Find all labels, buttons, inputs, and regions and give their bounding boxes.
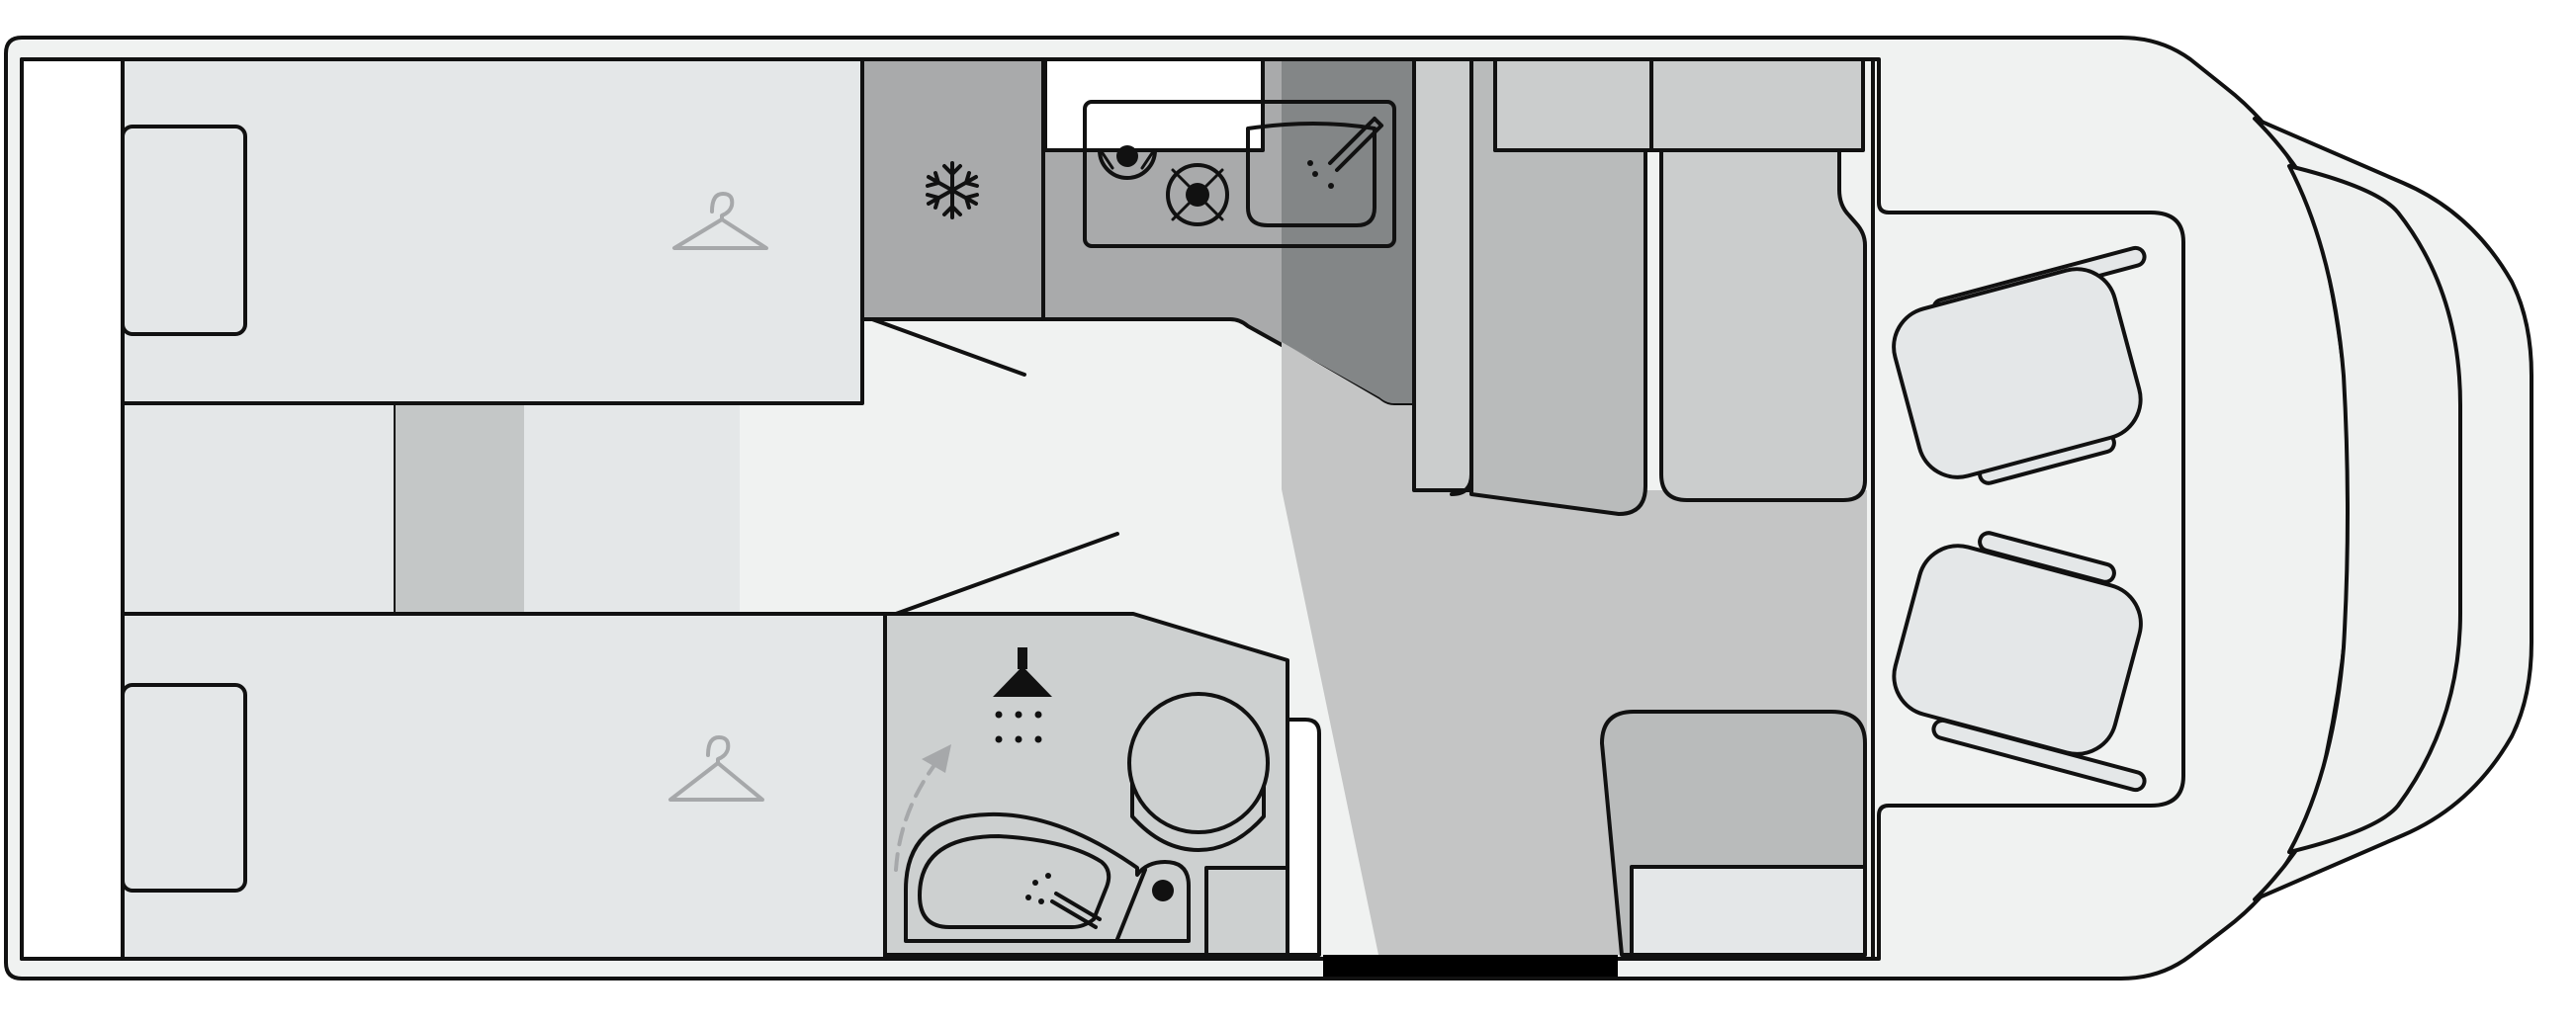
- overhead-cabinet: [1493, 57, 1865, 152]
- kitchen-window: [1043, 57, 1265, 152]
- stove-burner-icon: [1166, 163, 1229, 226]
- dinette-back: [1450, 57, 1473, 496]
- bathroom-door-frame: [1286, 718, 1321, 957]
- bed-middle: [121, 401, 398, 616]
- shower-arrow-head: [922, 744, 951, 773]
- pilot-seat: [1892, 245, 2147, 485]
- snowflake-icon: [926, 161, 979, 219]
- rear-bed-right: [121, 612, 887, 961]
- side-cabinet: [1630, 865, 1867, 957]
- hob: [1083, 100, 1396, 248]
- co-pilot-seat: [1892, 531, 2147, 793]
- kitchen-counter-shade: [1282, 61, 1412, 403]
- windscreen: [2287, 164, 2462, 854]
- shower-arrow: [894, 759, 939, 872]
- hanger-icon: [672, 192, 768, 250]
- toilet-icon: [1127, 692, 1270, 852]
- sink-tap-icon: [1307, 117, 1383, 189]
- bathroom-cabinet: [1204, 866, 1289, 957]
- wardrobe-tall: [1412, 57, 1473, 492]
- hanger-icon: [668, 735, 764, 802]
- shower-icon: [993, 647, 1052, 743]
- stove-burner-icon: [1098, 145, 1157, 180]
- door-swing-line: [894, 532, 1119, 616]
- entry-door[interactable]: [1323, 955, 1618, 977]
- bed-step-light: [524, 405, 740, 612]
- bed-step: [396, 405, 524, 612]
- rear-wall: [20, 57, 125, 961]
- pillow-right: [121, 683, 247, 893]
- kitchen-sink: [1246, 122, 1377, 227]
- dinette-table: [1643, 148, 1867, 502]
- pillow-left: [121, 125, 247, 336]
- door-swing-line: [870, 317, 1026, 377]
- washbasin-icon: [904, 811, 1191, 943]
